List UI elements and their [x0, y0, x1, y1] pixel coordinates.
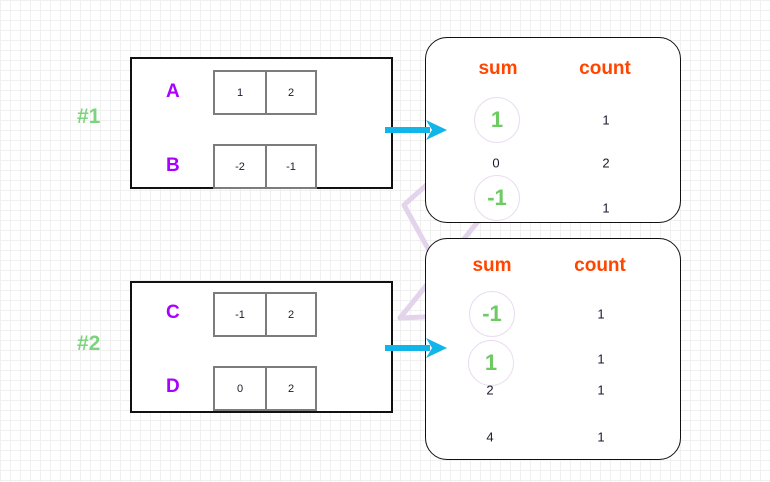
- result-1-count-3: 1: [602, 200, 610, 216]
- result-2-sum-4: 4: [486, 429, 494, 445]
- result-box-1: [425, 37, 681, 223]
- partition-2-label: #2: [77, 332, 101, 355]
- partition-2-row-C-cells: -1 2: [213, 292, 317, 337]
- result-1-count-1: 1: [602, 112, 610, 128]
- partition-1-row-A-name: A: [166, 81, 180, 102]
- cell: -1: [235, 308, 245, 321]
- result-box-2: [425, 238, 681, 460]
- result-1-count-2: 2: [602, 155, 610, 171]
- result-2-header-sum: sum: [472, 255, 512, 276]
- partition-1-row-B-name: B: [166, 155, 180, 176]
- result-1-sum-2: 0: [492, 155, 500, 171]
- result-2-count-4: 1: [597, 429, 605, 445]
- cell: 2: [265, 72, 315, 113]
- result-1-header-count: count: [579, 58, 631, 79]
- result-2-count-2: 1: [597, 351, 605, 367]
- result-2-header-count: count: [574, 255, 626, 276]
- result-1-sum-1: 1: [490, 107, 504, 132]
- result-2-count-1: 1: [597, 306, 605, 322]
- cell: 1: [236, 86, 244, 99]
- result-1-sum-3: -1: [487, 185, 507, 210]
- cell: 0: [236, 382, 244, 395]
- result-2-sum-2: 1: [484, 350, 498, 375]
- partition-2-row-D-cells: 0 2: [213, 366, 317, 411]
- partition-1-row-B-cells: -2 -1: [213, 144, 317, 189]
- result-2-count-3: 1: [597, 382, 605, 398]
- result-2-sum-3: 2: [486, 382, 494, 398]
- partition-1-label: #1: [77, 105, 101, 128]
- partition-2-row-C-name: C: [166, 302, 180, 323]
- cell: -2: [235, 160, 245, 173]
- partition-2-row-D-name: D: [166, 376, 180, 397]
- partition-1-row-A-cells: 1 2: [213, 70, 317, 115]
- result-2-sum-1: -1: [482, 301, 502, 326]
- result-1-header-sum: sum: [478, 58, 518, 79]
- cell: 2: [265, 368, 315, 409]
- cell: 2: [265, 294, 315, 335]
- cell: -1: [265, 146, 315, 187]
